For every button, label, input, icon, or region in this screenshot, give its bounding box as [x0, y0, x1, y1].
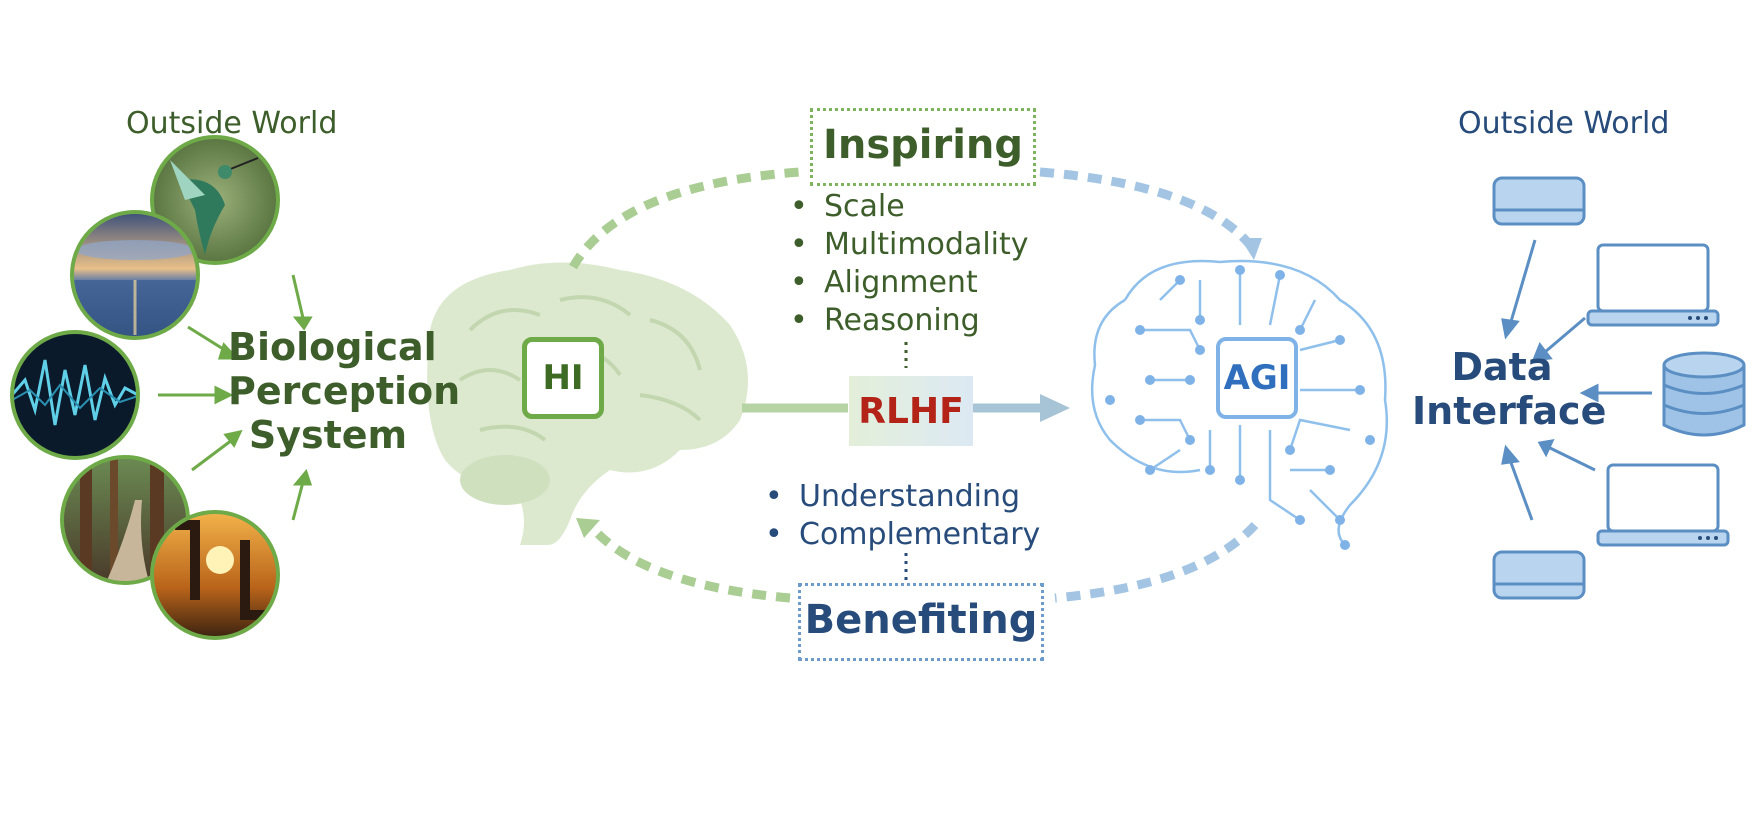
bio-line-3: System — [248, 413, 408, 457]
list-item: Multimodality — [790, 226, 1029, 264]
server-icon — [1492, 550, 1586, 600]
inspiring-title: Inspiring — [822, 122, 1024, 168]
photo-sunset-hands-frame — [150, 510, 280, 640]
interface-line-2: Interface — [1412, 389, 1607, 433]
list-item: Reasoning — [790, 302, 1029, 340]
rlhf-node: RLHF — [849, 376, 973, 446]
list-item: Complementary — [765, 516, 1040, 554]
list-item: Scale — [790, 188, 1029, 226]
hi-node: HI — [522, 337, 604, 419]
data-interface-label: Data Interface — [1412, 345, 1607, 433]
inspiring-box — [810, 108, 1036, 186]
inspiring-arrowhead — [1240, 238, 1262, 260]
photo-sound-wave — [10, 330, 140, 460]
database-icon — [1662, 351, 1746, 437]
photo-hummingbird — [150, 135, 280, 265]
interface-line-1: Data — [1451, 345, 1553, 389]
rlhf-arrow — [742, 394, 1070, 422]
inspiring-list: Scale Multimodality Alignment Reasoning — [790, 188, 1029, 340]
right-outside-world-label: Outside World — [1458, 106, 1670, 141]
laptop-icon — [1596, 463, 1730, 547]
server-icon — [1492, 176, 1586, 226]
left-outside-world-label: Outside World — [126, 106, 338, 141]
benefiting-box — [798, 583, 1044, 661]
perception-arrows — [158, 274, 313, 521]
agi-node: AGI — [1216, 337, 1298, 419]
benefiting-list: Understanding Complementary — [765, 478, 1040, 554]
feedback-loop — [569, 167, 1259, 603]
data-interface-arrows — [1501, 239, 1652, 521]
bio-line-2: Perception — [228, 369, 461, 413]
list-item: Alignment — [790, 264, 1029, 302]
photo-sunset-sea — [70, 210, 200, 340]
benefiting-title: Benefiting — [804, 597, 1038, 643]
list-item: Understanding — [765, 478, 1040, 516]
laptop-icon — [1586, 243, 1720, 327]
biological-perception-system-label: Biological Perception System — [228, 325, 461, 457]
bio-line-1: Biological — [228, 325, 437, 369]
benefiting-arrowhead — [576, 518, 600, 538]
circuit-brain-illustration — [1090, 259, 1389, 550]
